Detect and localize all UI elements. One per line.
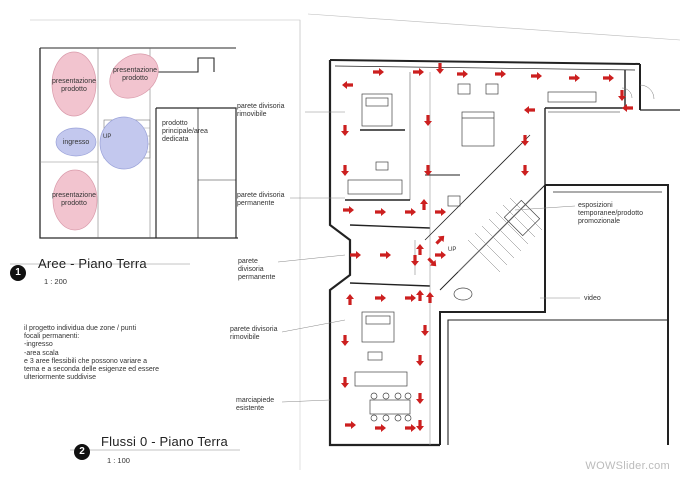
plan2-number-badge: 2	[74, 444, 90, 460]
annotation-parete-rimovibile-2: parete divisoria rimovibile	[230, 326, 278, 341]
flow-arrow	[373, 68, 384, 76]
flow-arrow	[341, 165, 349, 176]
flow-arrow	[416, 420, 424, 431]
flow-arrow	[427, 257, 437, 267]
flow-arrow	[495, 70, 506, 78]
flow-arrow	[426, 292, 434, 303]
bed-2	[461, 111, 495, 147]
flow-arrow	[341, 377, 349, 388]
flow-arrow	[380, 251, 391, 259]
flow-arrow	[413, 68, 424, 76]
flow-arrow	[416, 290, 424, 301]
flow-arrow	[341, 125, 349, 136]
zone-presentazione-top-right	[109, 53, 159, 99]
flow-arrow	[435, 208, 446, 216]
stair-up-label-2: UP	[448, 247, 457, 253]
flow-arrow	[420, 199, 428, 210]
bed-3	[361, 311, 395, 343]
flow-arrow	[424, 165, 432, 176]
area-label-bottom-left: presentazione prodotto	[52, 192, 96, 207]
flow-arrow	[416, 244, 424, 255]
flow-arrow	[405, 424, 416, 432]
annotation-leaders	[10, 111, 580, 451]
plan1-title: Aree - Piano Terra	[38, 256, 147, 271]
bed-1	[361, 93, 393, 127]
plan2-flows-floorplan	[299, 13, 680, 470]
flow-arrow	[457, 70, 468, 78]
zone-prodotto-principale	[99, 116, 149, 170]
flow-arrow	[375, 424, 386, 432]
flow-arrow	[405, 208, 416, 216]
area-label-top-left: presentazione prodotto	[52, 78, 96, 93]
flow-arrow	[342, 81, 353, 89]
flow-arrow	[524, 106, 535, 114]
annotation-parete-permanente-2: parete divisoria permanente	[238, 258, 276, 281]
flow-arrow	[521, 165, 529, 176]
flow-arrow	[411, 255, 419, 266]
plan1-zone-shapes	[51, 51, 159, 231]
plan1-scale: 1 : 200	[44, 277, 67, 286]
plan1-number-badge: 1	[10, 265, 26, 281]
flow-arrow	[521, 135, 529, 146]
plan2-scale: 1 : 100	[107, 456, 130, 465]
annotation-parete-rimovibile-1: parete divisoria rimovibile	[237, 103, 285, 118]
flow-arrow	[435, 251, 446, 259]
flow-arrow	[375, 294, 386, 302]
flow-arrow	[421, 325, 429, 336]
flow-arrow	[405, 294, 416, 302]
sofa-1	[347, 179, 403, 195]
flow-arrow	[345, 421, 356, 429]
annotation-parete-permanente-1: parete divisoria permanente	[237, 192, 285, 207]
flow-arrow	[424, 115, 432, 126]
table-1	[547, 91, 597, 103]
flow-arrow	[531, 72, 542, 80]
sofa-2	[354, 371, 408, 387]
annotation-esposizioni: esposizioni temporanee/prodotto promozio…	[578, 202, 643, 225]
annotation-video: video	[584, 295, 601, 302]
area-label-top-right: presentazione prodotto	[113, 67, 157, 82]
round-seat	[453, 287, 473, 301]
flow-arrow	[416, 355, 424, 366]
plan2-title: Flussi 0 - Piano Terra	[101, 434, 228, 449]
zone-presentazione-bottom-left	[52, 169, 98, 231]
zone-ingresso	[55, 127, 97, 157]
flow-arrow	[350, 251, 361, 259]
flow-arrow	[343, 206, 354, 214]
flow-arrow	[603, 74, 614, 82]
area-label-ingresso: ingresso	[62, 139, 90, 146]
dining-table	[369, 399, 411, 415]
zone-presentazione-top-left	[51, 51, 97, 117]
area-label-prodotto-principale: prodotto principale/area dedicata	[162, 120, 208, 143]
flow-arrow	[569, 74, 580, 82]
stair-up-label-1: UP	[103, 134, 112, 140]
flow-arrow	[341, 335, 349, 346]
project-description: il progetto individua due zone / punti f…	[24, 325, 160, 382]
flow-arrow	[618, 90, 626, 101]
flow-arrow	[436, 63, 444, 74]
annotation-marciapiede: marciapiede esistente	[236, 397, 275, 412]
plan2-furniture	[347, 83, 597, 422]
flow-arrow	[375, 208, 386, 216]
flow-arrow	[346, 294, 354, 305]
flow-arrows	[341, 63, 633, 432]
flow-arrow	[435, 235, 445, 245]
watermark: WOWSlider.com	[585, 460, 670, 472]
flow-arrow	[622, 104, 633, 112]
flow-arrow	[416, 393, 424, 404]
